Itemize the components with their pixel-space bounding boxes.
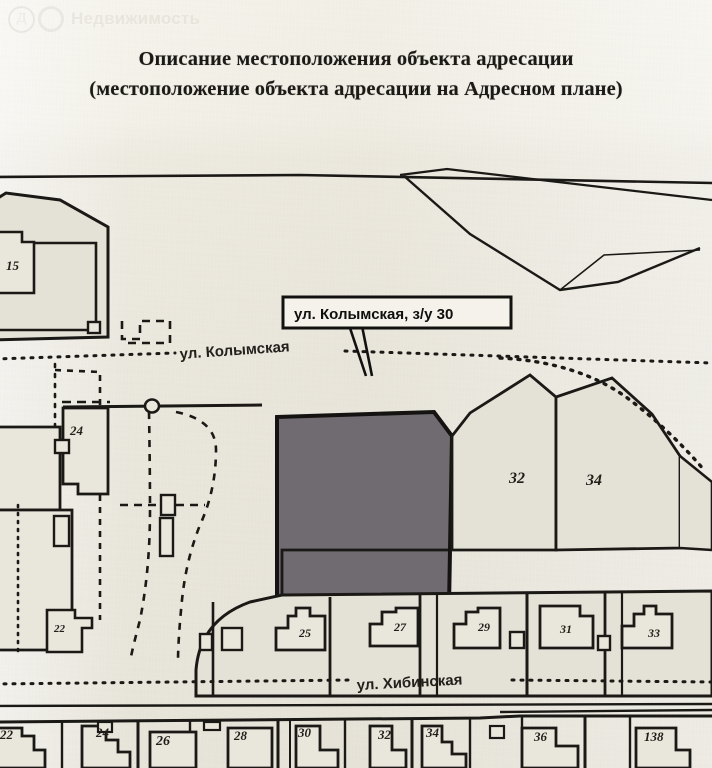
map-ridge-line [559,249,701,291]
footprint-small-d [596,634,612,652]
footprint-27 [368,606,420,648]
bottom-row-dividers [60,716,632,768]
street-label-kolymskaya: ул. Колымская [179,338,290,363]
parcel-label-29: 29 [477,620,490,634]
parcel-32-outline [450,373,558,552]
dashed-curve-a [128,411,152,663]
building-15-footprint [0,230,36,295]
street-hibinskaya-dotline-right [510,678,712,684]
street-kolymskaya-dotline-right [343,349,712,365]
parcel-34-outline [554,376,682,552]
bottom-parcel-label-32: 32 [377,727,392,742]
building-15-node [86,320,102,335]
footprint-29 [452,606,502,650]
callout-box [281,295,513,330]
bottom-row-footprints [0,720,692,768]
bottom-parcel-label-26: 26 [155,734,170,749]
parcel-right-edge [679,454,712,552]
bottom-parcel-label-30: 30 [297,725,312,740]
bottom-parcel-label-36: 36 [533,729,548,744]
parcel-label-15: 15 [6,258,20,273]
map-top-boundary [0,173,712,185]
dashed-curve-b [175,410,218,663]
callout-leader-line [348,325,374,377]
watermark-label: Недвижимость [71,9,201,28]
bottom-parcel-label-28: 28 [233,728,248,743]
block-node-circle [143,398,161,414]
parcel-label-33: 33 [647,626,660,640]
street-label-hibinskaya: ул. Хибинская [356,671,462,694]
parcel-label-31: 31 [559,622,572,636]
street-label-kolymskaya-text: ул. Колымская [179,338,290,363]
parcel-label-27: 27 [393,620,407,634]
dashed-plot-outline [120,319,172,345]
parcel-label-25: 25 [298,626,311,640]
callout-label: ул. Колымская, з/у 30 [294,306,453,323]
building-block-15-inner [0,241,98,332]
circle-logo-icon: Д [8,5,35,33]
bottom-parcel-label-34: 34 [425,725,440,740]
bottom-parcel-label-24: 24 [95,725,110,740]
map-top-boundary-2 [399,167,712,202]
footprint-small-b [220,626,244,652]
footprint-31 [538,604,595,650]
left-node-a [53,438,71,455]
midblock-sub-line [280,548,448,595]
block-top-line [62,403,263,409]
page-title-line1: Описание местоположения объекта адресаци… [138,48,574,70]
street-label-hibinskaya-text: ул. Хибинская [356,671,462,694]
bottom-row-sub-line [499,708,712,714]
bottom-row-top-line [0,714,712,724]
left-node-b [52,514,71,548]
building-block-15-outline [0,191,110,342]
footprint-small-a [198,632,214,652]
footprint-25 [274,606,327,652]
page-title: Описание местоположения объекта адресаци… [0,44,712,104]
parcel-label-24: 24 [69,423,84,438]
page-title-line2: (местоположение объекта адресации на Адр… [89,78,623,100]
street-kolymskaya-dotline-left [0,351,177,361]
dotted-right-boundary [498,356,706,472]
small-node-1 [159,493,177,517]
footprint-33 [620,604,674,650]
street-hibinskaya-edge [0,702,712,708]
parcel-label-32: 32 [508,470,525,487]
address-plan-map: ул. Колымская, з/у 30 ул. Колымская ул. … [0,150,712,768]
watermark: Д Недвижимость [8,4,200,34]
parcel-22-footprint [45,608,94,654]
parcel-block-left-lower [0,425,62,512]
circle-ring-icon [38,6,64,32]
street-hibinskaya-dotline-left [0,678,354,686]
bottom-parcel-label-22: 22 [0,727,14,742]
bottom-parcel-label-138: 138 [644,729,664,744]
footprint-small-c [508,630,526,650]
small-node-2 [158,516,175,558]
parcel-label-22: 22 [53,623,66,635]
parcel-label-34: 34 [585,472,602,489]
